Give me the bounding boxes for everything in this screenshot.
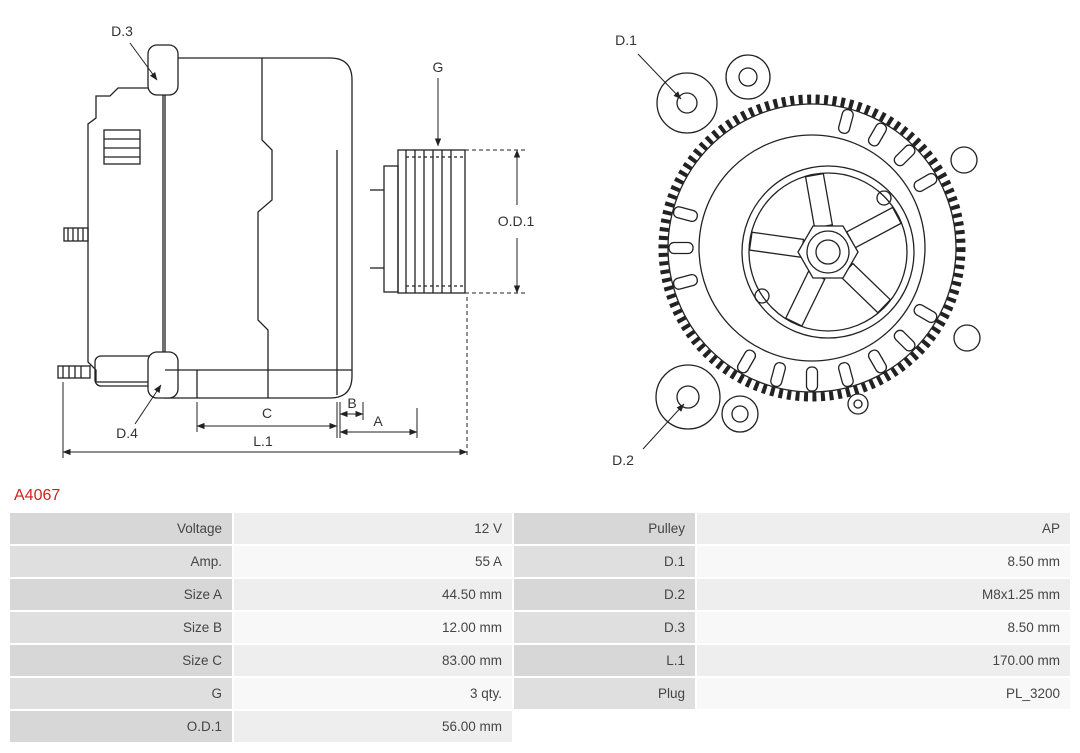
alternator-side-view: [57, 44, 466, 399]
spec-label-cell: L.1: [514, 645, 695, 677]
spec-value-cell: 8.50 mm: [697, 612, 1070, 644]
spec-row-6: G 3 qty. Plug PL_3200: [10, 678, 1070, 710]
alternator-drawing: D.3 G O.D.1 D.4 C B A L.1: [57, 23, 981, 468]
spec-label-cell: Size C: [10, 645, 232, 677]
rear-view-leaders: [637, 53, 685, 450]
spec-value-cell: 83.00 mm: [234, 645, 512, 677]
spec-value-cell: 56.00 mm: [234, 711, 512, 743]
dim-label-od1: O.D.1: [498, 213, 535, 229]
dim-label-a: A: [373, 413, 383, 429]
spec-label-cell-empty: [514, 711, 695, 743]
spec-value-cell: 12 V: [234, 513, 512, 545]
spec-label-cell: Pulley: [514, 513, 695, 545]
spec-label-cell: Size B: [10, 612, 232, 644]
technical-diagram: D.3 G O.D.1 D.4 C B A L.1: [57, 23, 981, 468]
spec-value-cell: 55 A: [234, 546, 512, 578]
spec-value-cell: AP: [697, 513, 1070, 545]
spec-row-7: O.D.1 56.00 mm: [10, 711, 1070, 743]
spec-value-cell: M8x1.25 mm: [697, 579, 1070, 611]
dim-label-d2: D.2: [612, 452, 634, 468]
spec-value-cell: PL_3200: [697, 678, 1070, 710]
dim-label-l1: L.1: [253, 433, 273, 449]
spec-value-cell: 170.00 mm: [697, 645, 1070, 677]
spec-row-5: Size C 83.00 mm L.1 170.00 mm: [10, 645, 1070, 677]
spec-label-cell: Plug: [514, 678, 695, 710]
spec-row-4: Size B 12.00 mm D.3 8.50 mm: [10, 612, 1070, 644]
spec-label-cell: D.3: [514, 612, 695, 644]
spec-label-cell: D.1: [514, 546, 695, 578]
spec-label-cell: Voltage: [10, 513, 232, 545]
dim-label-d4: D.4: [116, 425, 138, 441]
alternator-rear-view: [655, 54, 981, 433]
spec-table: Voltage 12 V Pulley AP Amp. 55 A D.1 8.5…: [10, 513, 1070, 743]
spec-value-cell: 3 qty.: [234, 678, 512, 710]
spec-label-cell: Size A: [10, 579, 232, 611]
part-number: A4067: [14, 487, 61, 504]
spec-value-cell-empty: [697, 711, 1070, 743]
spec-row-1: Voltage 12 V Pulley AP: [10, 513, 1070, 545]
spec-row-2: Amp. 55 A D.1 8.50 mm: [10, 546, 1070, 578]
dim-label-d3: D.3: [111, 23, 133, 39]
dim-label-g: G: [433, 59, 444, 75]
dim-label-d1: D.1: [615, 32, 637, 48]
spec-value-cell: 12.00 mm: [234, 612, 512, 644]
side-view-dimensions: [62, 42, 525, 458]
dim-label-b: B: [347, 395, 356, 411]
spec-value-cell: 8.50 mm: [697, 546, 1070, 578]
spec-value-cell: 44.50 mm: [234, 579, 512, 611]
spec-label-cell: D.2: [514, 579, 695, 611]
spec-label-cell: O.D.1: [10, 711, 232, 743]
spec-row-3: Size A 44.50 mm D.2 M8x1.25 mm: [10, 579, 1070, 611]
spec-label-cell: G: [10, 678, 232, 710]
cooling-slots: [668, 108, 938, 392]
spec-label-cell: Amp.: [10, 546, 232, 578]
dim-label-c: C: [262, 405, 272, 421]
pulley-front: [741, 165, 915, 339]
